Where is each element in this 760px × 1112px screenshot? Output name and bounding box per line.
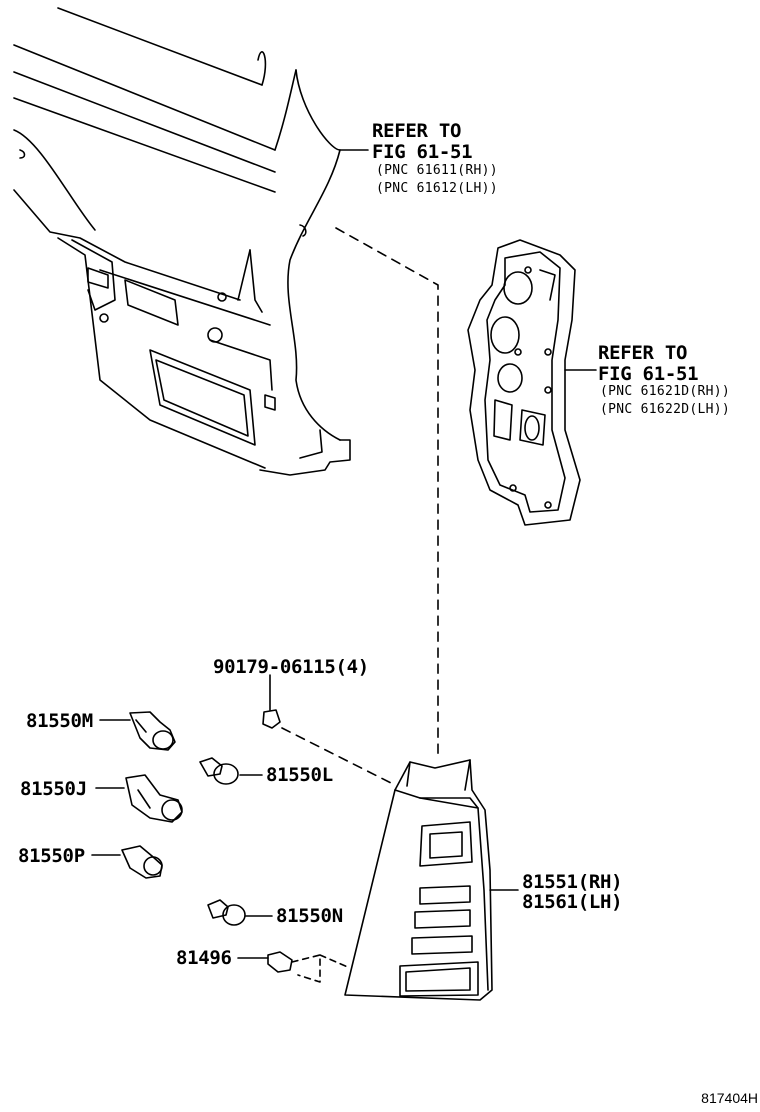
clip-illustration [237,951,351,983]
socket-p-illustration [91,845,163,879]
refer-top-line1: REFER TO [372,120,462,142]
part-label-socket-m[interactable]: 81550M [26,710,93,732]
socket-m-illustration [99,711,176,751]
rear-lamp-illustration [344,759,519,1001]
part-label-lamp-rh[interactable]: 81551(RH) [522,871,623,893]
part-label-bulb-n[interactable]: 81550N [276,905,343,927]
part-label-lamp-lh[interactable]: 81561(LH) [522,891,623,913]
quarter-panel-illustration [13,7,351,476]
bulb-n-illustration [207,899,273,926]
refer-mid-pnc-lh: (PNC 61622D(LH)) [600,402,731,417]
socket-j-illustration [95,774,183,823]
part-label-socket-j[interactable]: 81550J [20,778,87,800]
refer-top-pnc-rh: (PNC 61611(RH)) [376,163,498,178]
refer-mid-line1: REFER TO [598,342,688,364]
bulb-l-illustration [199,757,263,785]
part-label-screw[interactable]: 90179-06115(4) [213,656,369,678]
refer-top-line2: FIG 61-51 [372,141,473,163]
part-label-socket-p[interactable]: 81550P [18,845,85,867]
screw-illustration [262,674,396,786]
refer-mid-line2: FIG 61-51 [598,363,699,385]
part-label-clip[interactable]: 81496 [176,947,232,969]
refer-top-pnc-lh: (PNC 61612(LH)) [376,181,498,196]
guide-dashed-line [335,227,439,761]
lamp-bracket-illustration [467,239,597,526]
refer-mid-pnc-rh: (PNC 61621D(RH)) [600,384,731,399]
figure-id: 817404H [701,1090,758,1106]
part-label-bulb-l[interactable]: 81550L [266,764,333,786]
